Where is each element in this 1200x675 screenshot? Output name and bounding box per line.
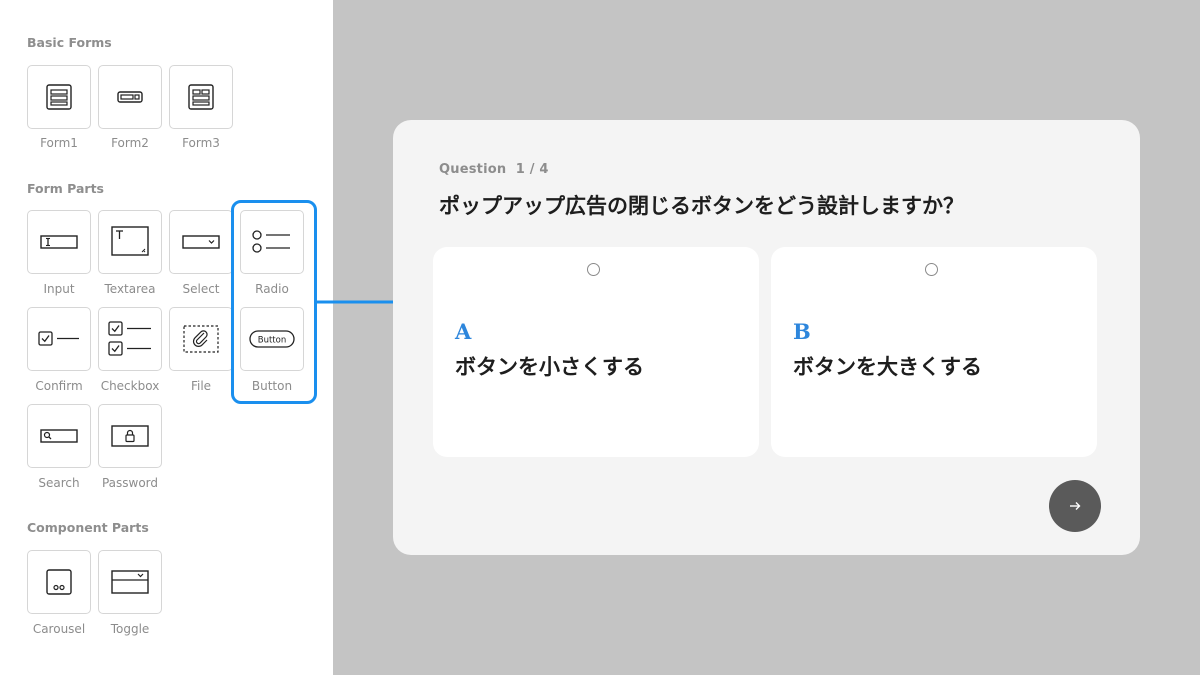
radio-button-a[interactable] (587, 263, 600, 276)
tile-file[interactable] (169, 307, 233, 371)
tile-toggle[interactable] (98, 550, 162, 614)
textarea-icon (111, 226, 149, 256)
option-card-b[interactable]: B ボタンを大きくする (771, 247, 1097, 457)
question-counter: Question 1 / 4 (439, 162, 549, 177)
tile-label-confirm: Confirm (35, 379, 83, 393)
tile-label-toggle: Toggle (110, 622, 150, 636)
tile-checkbox[interactable] (98, 307, 162, 371)
tile-textarea[interactable] (98, 210, 162, 274)
radio-button-b[interactable] (925, 263, 938, 276)
toggle-accordion-icon (111, 570, 149, 594)
tile-label-textarea: Textarea (104, 282, 156, 296)
lock-field-icon (111, 425, 149, 447)
tile-password[interactable] (98, 404, 162, 468)
section-title-component-parts: Component Parts (27, 520, 149, 535)
tile-label-file: File (190, 379, 212, 393)
tile-label-form2: Form2 (111, 136, 149, 150)
option-text-b: ボタンを大きくする (793, 355, 982, 379)
option-text-a: ボタンを小さくする (455, 355, 644, 379)
tile-label-checkbox: Checkbox (100, 379, 160, 393)
tile-radio[interactable] (240, 210, 304, 274)
tile-label-button: Button (251, 379, 293, 393)
component-sidebar: Basic Forms Form1 Form2 Form3 Form Parts (0, 0, 333, 675)
radio-list-icon (252, 230, 290, 253)
tile-label-input: Input (43, 282, 75, 296)
tile-form2[interactable] (98, 65, 162, 129)
tile-search[interactable] (27, 404, 91, 468)
tile-label-form1: Form1 (40, 136, 78, 150)
tile-button[interactable]: Button (240, 307, 304, 371)
button-pill-icon-text: Button (258, 335, 286, 345)
option-card-a[interactable]: A ボタンを小さくする (433, 247, 759, 457)
quiz-card: Question 1 / 4 ポップアップ広告の閉じるボタンをどう設計しますか？… (393, 120, 1140, 555)
button-pill-icon: Button (249, 330, 295, 348)
form-field-icon (117, 91, 143, 103)
tile-select[interactable] (169, 210, 233, 274)
search-field-icon (40, 429, 78, 443)
tile-label-password: Password (101, 476, 159, 490)
checkbox-list-icon (108, 321, 151, 356)
tile-confirm[interactable] (27, 307, 91, 371)
option-letter-a: A (455, 319, 472, 344)
tile-input[interactable] (27, 210, 91, 274)
next-button[interactable] (1049, 480, 1101, 532)
carousel-icon (46, 569, 72, 595)
tile-label-search: Search (38, 476, 80, 490)
form-grid-icon (188, 84, 214, 110)
tile-label-form3: Form3 (182, 136, 220, 150)
paperclip-icon (183, 325, 219, 353)
section-title-basic-forms: Basic Forms (27, 35, 112, 50)
option-letter-b: B (793, 319, 811, 344)
confirm-checkbox-icon (38, 331, 79, 346)
select-dropdown-icon (182, 235, 220, 249)
tile-form1[interactable] (27, 65, 91, 129)
text-input-icon (40, 235, 78, 249)
tile-label-radio: Radio (255, 282, 289, 296)
form-list-icon (46, 84, 72, 110)
section-title-form-parts: Form Parts (27, 181, 105, 196)
arrow-right-icon (1070, 502, 1081, 510)
selection-highlight (231, 200, 317, 404)
question-text: ポップアップ広告の閉じるボタンをどう設計しますか？ (439, 194, 964, 218)
tile-label-select: Select (182, 282, 220, 296)
tile-label-carousel: Carousel (32, 622, 86, 636)
tile-form3[interactable] (169, 65, 233, 129)
tile-carousel[interactable] (27, 550, 91, 614)
